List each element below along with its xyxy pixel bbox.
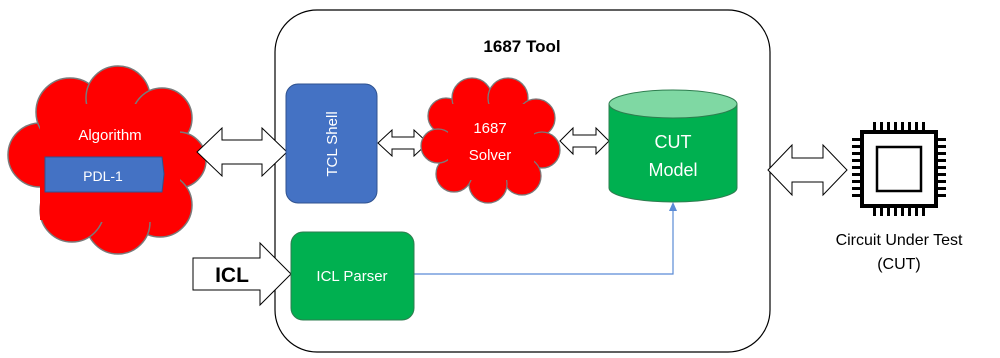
chip-die: [875, 145, 923, 193]
tool-title: 1687 Tool: [483, 37, 560, 56]
algorithm-tcl-double-arrow: [196, 126, 288, 178]
tcl-shell-box: [285, 83, 378, 204]
algorithm-label: Algorithm: [78, 127, 141, 144]
tcl-shell-label: TCL Shell: [324, 111, 341, 176]
pdl-1-box: [44, 156, 165, 193]
cut-model-label-line1: CUT: [655, 132, 692, 152]
circuit-label-line1: Circuit Under Test: [836, 232, 963, 249]
icl-input-label: ICL: [215, 264, 249, 287]
parser-to-model-connector: [413, 210, 674, 275]
icl-parser-label: ICL Parser: [316, 268, 387, 285]
cut-model-label-line2: Model: [648, 160, 697, 180]
icl-parser-box: [290, 231, 415, 321]
connector-arrowhead: [669, 202, 677, 211]
pdl-1-label: PDL-1: [83, 168, 123, 184]
solver-label-line2: Solver: [469, 147, 512, 164]
solver-label-line1: 1687: [473, 120, 506, 137]
tool-circuit-double-arrow: [767, 143, 848, 197]
microchip-icon: [852, 122, 946, 216]
solver-cloud: [420, 77, 561, 204]
icl-input-arrow: [192, 241, 292, 307]
cut-model-cylinder: [608, 89, 738, 203]
circuit-label-line2: (CUT): [877, 256, 921, 273]
